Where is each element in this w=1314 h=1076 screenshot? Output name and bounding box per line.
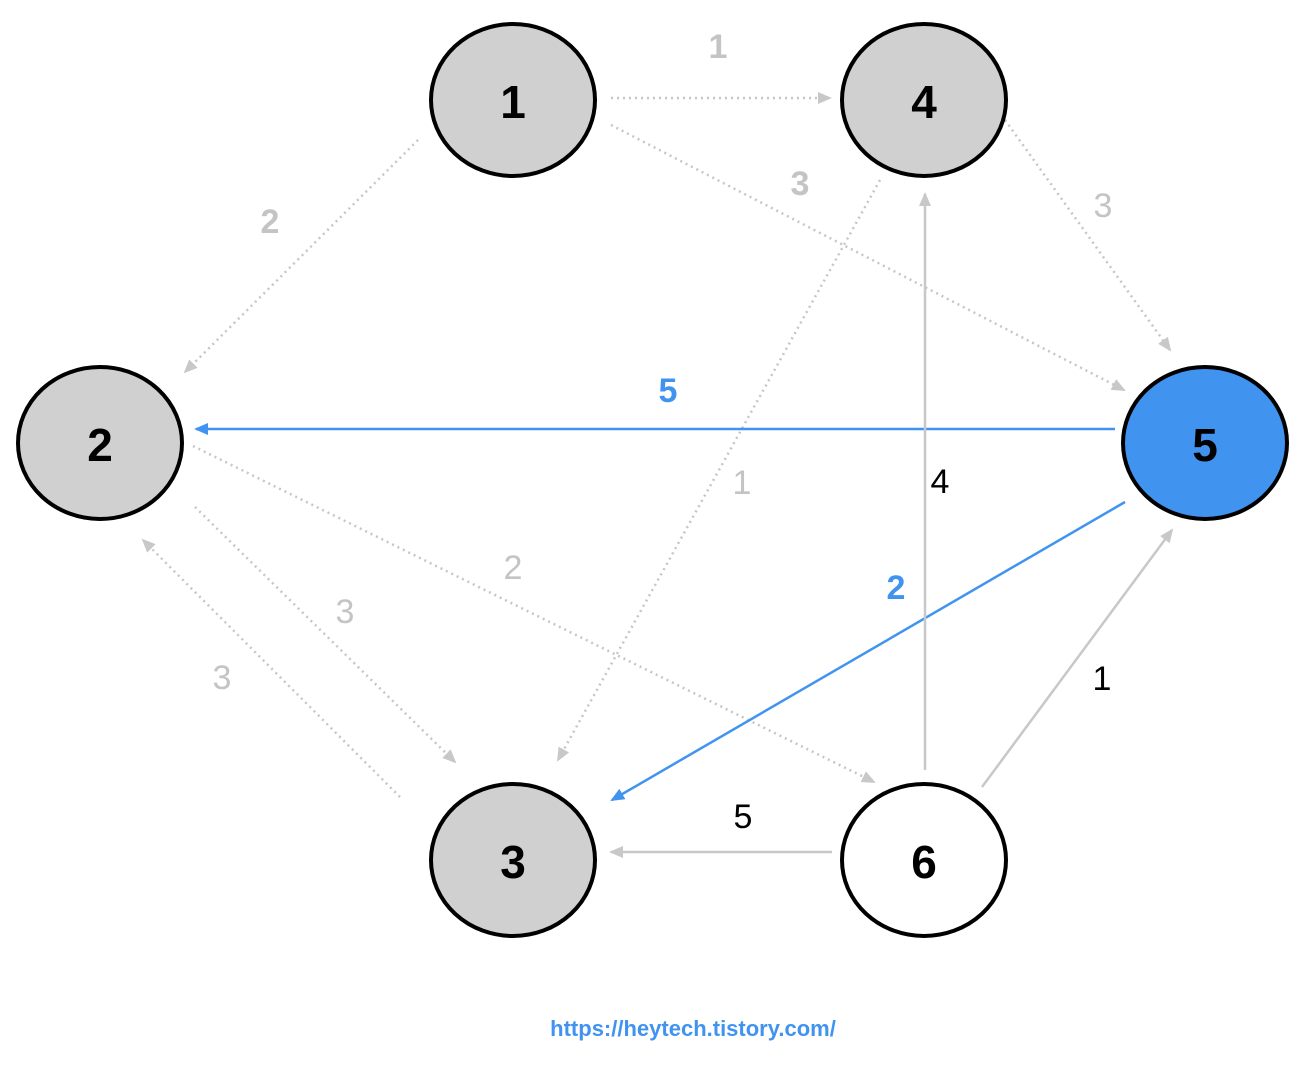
- node-6: 6: [840, 782, 1008, 938]
- edge-4-to-5: [1003, 119, 1172, 352]
- edge-2-to-6: [192, 444, 876, 784]
- edge-4-to-3: [556, 179, 882, 762]
- edge-weight-4-to-5: 3: [1094, 187, 1113, 225]
- edge-2-to-3: [194, 506, 457, 764]
- node-4-circle: [840, 22, 1008, 178]
- edge-1-to-5: [610, 123, 1126, 392]
- node-2-label: 2: [87, 419, 113, 471]
- node-3: 3: [429, 782, 597, 938]
- edge-weight-6-to-3: 5: [734, 798, 753, 836]
- edge-weight-5-to-3: 2: [887, 569, 906, 607]
- edge-weight-3-to-2: 3: [213, 659, 232, 697]
- footer-url-text: https://heytech.tistory.com/: [550, 1016, 836, 1041]
- node-3-label: 3: [500, 836, 526, 888]
- node-1: 1: [429, 22, 597, 178]
- edge-3-to-2: [141, 538, 401, 798]
- node-2-circle: [16, 365, 184, 521]
- nodes-layer: 1 2 3 4 5 6: [16, 22, 1289, 938]
- node-5-label: 5: [1192, 419, 1218, 471]
- edge-weight-1-to-4: 1: [709, 28, 728, 66]
- edge-weight-5-to-2: 5: [659, 372, 678, 410]
- edge-weight-6-to-5: 1: [1093, 660, 1112, 698]
- edge-weight-1-to-5: 3: [791, 165, 810, 203]
- node-4: 4: [840, 22, 1008, 178]
- node-5: 5: [1121, 365, 1289, 521]
- edge-5-to-3: [610, 500, 1126, 802]
- footer-url: https://heytech.tistory.com/: [0, 1016, 1314, 1042]
- node-6-label: 6: [911, 836, 937, 888]
- edge-labels-layer: 1 2 3 3 1 3 3 2 5 2 4 1 5: [213, 28, 1113, 836]
- edge-weight-2-to-6: 2: [504, 549, 523, 587]
- edge-weight-6-to-4: 4: [931, 463, 950, 501]
- node-3-circle: [429, 782, 597, 938]
- edge-1-to-2: [183, 139, 419, 374]
- node-4-label: 4: [911, 76, 937, 128]
- edge-weight-1-to-2: 2: [261, 203, 280, 241]
- edges-layer: [141, 92, 1174, 858]
- edge-6-to-5: [980, 528, 1174, 788]
- node-2: 2: [16, 365, 184, 521]
- edge-weight-4-to-3: 1: [733, 464, 752, 502]
- node-5-circle: [1121, 365, 1289, 521]
- edge-weight-2-to-3: 3: [336, 593, 355, 631]
- node-1-label: 1: [500, 76, 526, 128]
- node-6-circle: [840, 782, 1008, 938]
- node-1-circle: [429, 22, 597, 178]
